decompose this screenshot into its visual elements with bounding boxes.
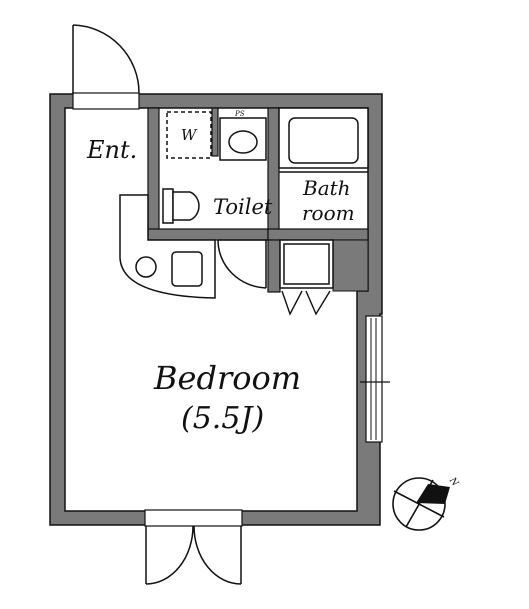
bath-label-line2: room xyxy=(302,201,355,225)
washer-space xyxy=(166,111,212,159)
entrance-door-opening xyxy=(72,92,140,110)
balcony-double-door xyxy=(145,525,242,585)
toilet-fixture xyxy=(162,188,200,224)
wash-basin xyxy=(219,117,267,161)
closet xyxy=(279,239,334,289)
pipe-shaft xyxy=(332,239,369,292)
bedroom-size-label: (5.5J) xyxy=(181,401,265,436)
bathtub xyxy=(278,107,369,169)
kitchen-counter xyxy=(119,194,216,299)
washer-label: W xyxy=(181,126,197,144)
toilet-label: Toilet xyxy=(213,195,273,219)
closet-door xyxy=(281,290,331,316)
entrance-door xyxy=(72,24,140,94)
entrance-label: Ent. xyxy=(87,136,138,164)
bedroom-label: Bedroom xyxy=(154,359,302,397)
bath-label-line1: Bath xyxy=(303,176,351,200)
toilet-door xyxy=(217,239,268,289)
balcony-door-opening xyxy=(144,509,243,527)
window-opening xyxy=(365,315,383,443)
compass-rose xyxy=(392,477,450,531)
pipe-space-label: PS xyxy=(235,110,245,118)
